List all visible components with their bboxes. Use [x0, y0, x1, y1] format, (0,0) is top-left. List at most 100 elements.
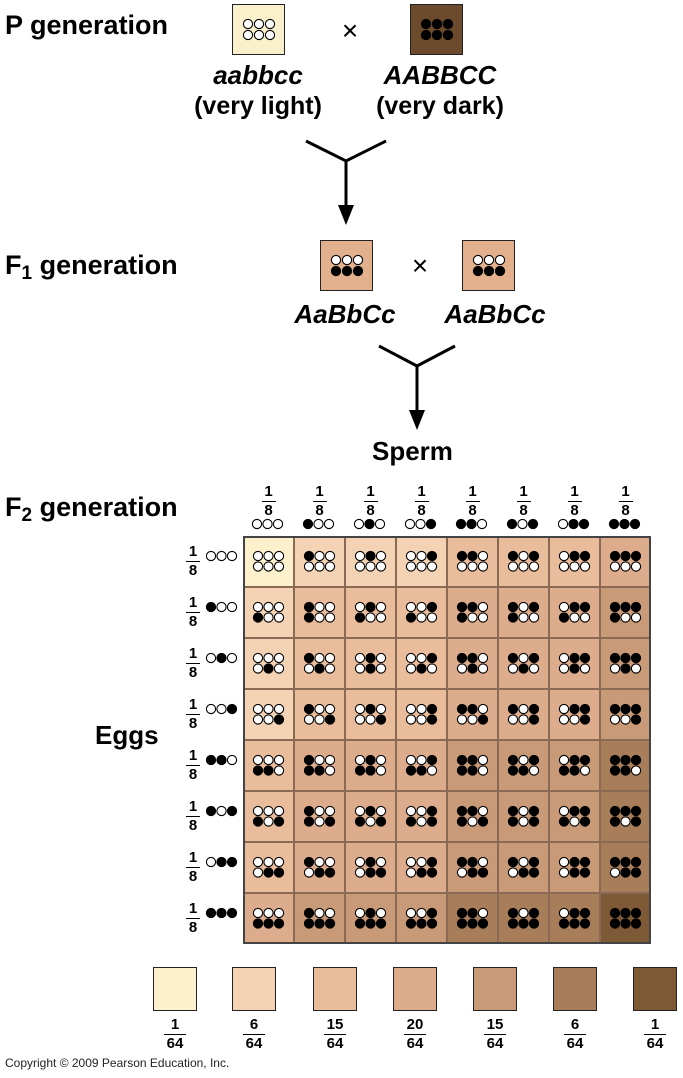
- light-allele-dot: [426, 561, 438, 572]
- light-allele-dot: [416, 561, 427, 572]
- dark-allele-dot: [205, 601, 217, 613]
- light-allele-dot: [252, 857, 264, 868]
- light-allele-dot: [216, 703, 227, 715]
- light-allele-dot: [354, 857, 366, 868]
- offspring-alleles-icon: [303, 908, 336, 929]
- dark-allele-dot: [467, 653, 478, 664]
- offspring-alleles-icon: [354, 857, 387, 878]
- dark-allele-dot: [579, 755, 591, 766]
- egg-gamete-dots-icon: [205, 652, 238, 664]
- p-parent2-phenotype: (very dark): [376, 92, 504, 120]
- light-allele-dot: [405, 663, 417, 674]
- dark-allele-dot: [518, 765, 529, 776]
- f1-parent2-genotype: AaBbCc: [444, 299, 546, 329]
- punnett-cell: [447, 791, 498, 842]
- fraction-bar: [414, 501, 429, 502]
- offspring-alleles-icon: [456, 704, 489, 725]
- punnett-cell: [549, 842, 600, 893]
- light-allele-dot: [324, 561, 336, 572]
- dark-allele-dot: [609, 612, 621, 623]
- offspring-alleles-icon: [252, 602, 285, 623]
- dark-allele-dot: [456, 806, 468, 817]
- punnett-cell: [447, 587, 498, 638]
- dark-allele-dot: [467, 602, 478, 613]
- dark-allele-dot: [569, 806, 580, 817]
- offspring-alleles-icon: [405, 806, 438, 827]
- egg-gamete: [205, 907, 238, 919]
- dark-allele-dot: [303, 918, 315, 929]
- dark-allele-dot: [569, 653, 580, 664]
- fraction-bar: [186, 663, 200, 664]
- light-allele-dot: [375, 551, 387, 562]
- fraction-denominator: 64: [166, 1035, 184, 1052]
- dark-allele-dot: [569, 918, 580, 929]
- light-allele-dot: [226, 601, 238, 613]
- fraction-numerator: 1: [417, 483, 426, 500]
- offspring-alleles-icon: [507, 806, 540, 827]
- light-allele-dot: [324, 755, 336, 766]
- punnett-cell: [600, 587, 651, 638]
- light-allele-dot: [518, 714, 529, 725]
- egg-gamete: [205, 703, 238, 715]
- dark-allele-dot: [456, 816, 468, 827]
- p-parent1-phenotype: (very light): [194, 92, 322, 120]
- light-allele-dot: [416, 816, 427, 827]
- light-allele-dot: [365, 714, 376, 725]
- offspring-alleles-icon: [303, 755, 336, 776]
- dark-allele-dot: [620, 765, 631, 776]
- fraction-numerator: 15: [486, 1016, 504, 1033]
- offspring-alleles-icon: [558, 908, 591, 929]
- light-allele-dot: [365, 612, 376, 623]
- light-allele-dot: [375, 755, 387, 766]
- dark-allele-dot: [467, 551, 478, 562]
- sperm-gamete-dots-icon: [404, 518, 437, 530]
- light-allele-dot: [467, 714, 478, 725]
- punnett-cell: [396, 638, 447, 689]
- light-allele-dot: [405, 653, 417, 664]
- eggs-label: Eggs: [95, 720, 159, 750]
- light-allele-dot: [579, 561, 591, 572]
- dark-allele-dot: [609, 755, 621, 766]
- fraction-numerator: 1: [570, 483, 579, 500]
- dark-allele-dot: [507, 612, 519, 623]
- dark-allele-dot: [314, 765, 325, 776]
- offspring-alleles-icon: [507, 653, 540, 674]
- offspring-alleles-icon: [558, 704, 591, 725]
- offspring-alleles-icon: [456, 755, 489, 776]
- light-allele-dot: [609, 867, 621, 878]
- offspring-alleles-icon: [558, 551, 591, 572]
- punnett-cell: [549, 536, 600, 587]
- light-allele-dot: [375, 908, 387, 919]
- dark-allele-dot: [579, 714, 591, 725]
- light-allele-dot: [579, 765, 591, 776]
- dark-allele-dot: [416, 663, 427, 674]
- punnett-cell: [243, 638, 294, 689]
- light-allele-dot: [507, 561, 519, 572]
- dark-allele-dot: [467, 663, 478, 674]
- dark-allele-dot: [477, 714, 489, 725]
- distribution-swatch: [553, 967, 597, 1011]
- dark-allele-dot: [226, 856, 238, 868]
- light-allele-dot: [314, 816, 325, 827]
- dark-allele-dot: [467, 867, 478, 878]
- light-allele-dot: [226, 754, 238, 766]
- punnett-cell: [345, 893, 396, 944]
- dark-allele-dot: [431, 29, 442, 41]
- fraction-bar: [644, 1034, 666, 1035]
- dark-allele-dot: [630, 806, 642, 817]
- fraction-bar: [186, 918, 200, 919]
- offspring-alleles-icon: [252, 653, 285, 674]
- dark-allele-dot: [528, 918, 540, 929]
- sperm-label: Sperm: [372, 436, 453, 466]
- dark-allele-dot: [365, 551, 376, 562]
- light-allele-dot: [558, 908, 570, 919]
- light-allele-dot: [252, 714, 264, 725]
- dark-allele-dot: [528, 714, 540, 725]
- light-allele-dot: [314, 857, 325, 868]
- offspring-alleles-icon: [303, 602, 336, 623]
- egg-gamete: [205, 754, 238, 766]
- dark-allele-dot: [426, 857, 438, 868]
- dark-allele-dot: [375, 918, 387, 929]
- fraction-bar: [186, 867, 200, 868]
